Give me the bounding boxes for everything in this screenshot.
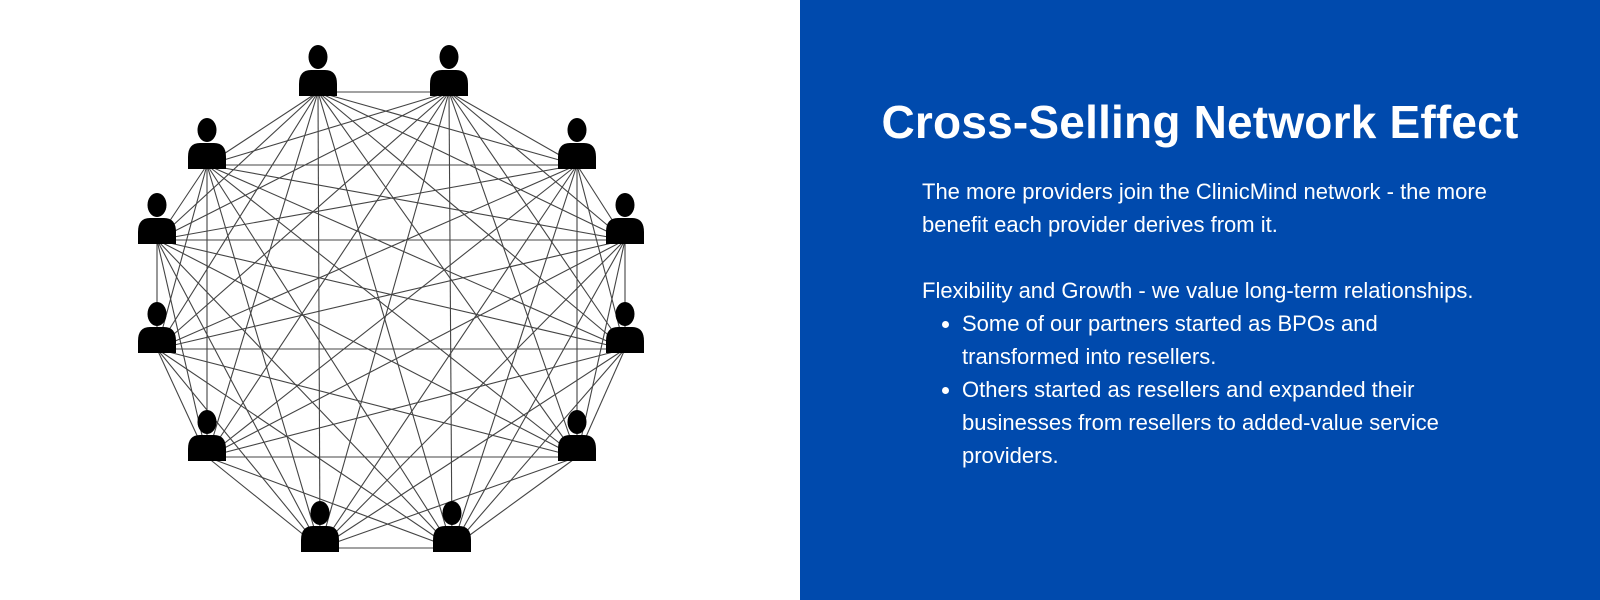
network-edge <box>156 164 578 241</box>
person-icon <box>188 118 226 169</box>
person-icon <box>430 45 468 96</box>
network-edge <box>206 91 450 166</box>
person-icon <box>301 501 339 552</box>
network-edge <box>156 91 450 241</box>
network-edge <box>448 91 626 350</box>
network-edge <box>319 239 626 549</box>
network-diagram-panel <box>138 45 644 552</box>
bullet-item-bpo-to-reseller: Some of our partners started as BPOs and… <box>962 307 1492 373</box>
network-edge <box>319 348 626 549</box>
network-edge <box>451 456 578 549</box>
network-edge <box>317 91 578 166</box>
network-edge <box>206 91 319 458</box>
network-diagram <box>138 45 644 552</box>
network-edge <box>317 91 578 458</box>
network-edge <box>206 164 321 549</box>
network-edge <box>206 456 321 549</box>
network-edge <box>156 348 453 549</box>
network-edge <box>206 164 578 458</box>
network-edge <box>206 456 453 549</box>
network-edge <box>156 348 578 458</box>
person-icon <box>138 302 176 353</box>
network-edge <box>156 91 450 350</box>
person-icon <box>606 302 644 353</box>
network-edge <box>451 348 626 549</box>
network-edge <box>156 239 321 549</box>
person-icon <box>558 118 596 169</box>
network-edge <box>451 164 578 549</box>
person-icon <box>433 501 471 552</box>
network-edge <box>156 91 319 350</box>
text-panel: Cross-Selling Network Effect The more pr… <box>800 0 1600 600</box>
network-edge <box>451 239 626 549</box>
network-edge <box>156 348 321 549</box>
paragraph-network-benefit: The more providers join the ClinicMind n… <box>922 179 1487 237</box>
person-icon <box>299 45 337 96</box>
network-edges <box>156 91 626 549</box>
network-edge <box>317 91 626 241</box>
network-edge <box>206 348 626 458</box>
person-icon <box>138 193 176 244</box>
network-edge <box>206 164 626 350</box>
person-icon <box>606 193 644 244</box>
network-edge <box>156 239 453 549</box>
network-edge <box>319 91 450 549</box>
paragraph-spacer <box>922 241 1492 274</box>
network-edge <box>448 91 626 241</box>
network-edge <box>156 164 578 350</box>
network-edge <box>448 91 453 549</box>
network-edge <box>206 164 626 241</box>
network-edge <box>317 91 626 350</box>
slide-body: The more providers join the ClinicMind n… <box>922 175 1492 472</box>
paragraph-flexibility-growth: Flexibility and Growth - we value long-t… <box>922 278 1474 303</box>
person-icon <box>558 410 596 461</box>
network-edge <box>156 239 578 458</box>
network-edge <box>317 91 321 549</box>
network-edge <box>206 164 453 549</box>
bullet-list: Some of our partners started as BPOs and… <box>922 307 1492 472</box>
network-edge <box>156 91 319 241</box>
network-edge <box>448 91 578 166</box>
network-edge <box>319 164 578 549</box>
network-nodes <box>138 45 644 552</box>
person-icon <box>188 410 226 461</box>
network-edge <box>448 91 578 458</box>
slide-title: Cross-Selling Network Effect <box>881 96 1519 148</box>
bullet-item-reseller-to-value-added: Others started as resellers and expanded… <box>962 373 1492 472</box>
